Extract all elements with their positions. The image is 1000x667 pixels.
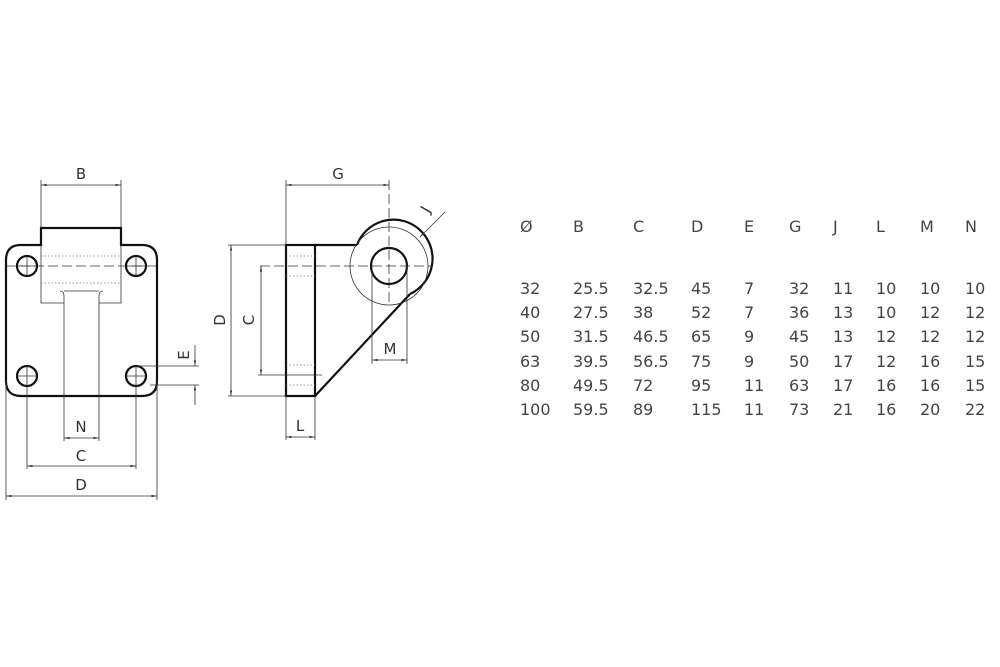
table-cell: 9 <box>744 327 755 347</box>
side-plate <box>284 243 317 398</box>
table-row: 32 25.5 32.5 45 7 32 11 10 10 10 <box>520 276 995 300</box>
table-cell: 12 <box>965 327 986 347</box>
table-cell: 63 <box>520 351 541 371</box>
table-cell: 32 <box>520 278 541 298</box>
column-header: L <box>876 216 885 236</box>
table-cell: 63 <box>789 375 810 395</box>
dimensions-table: Ø B C D E G J L M N 32 25.5 32.5 45 7 32 11 10 10 10 40 27.5… <box>520 214 995 422</box>
table-cell: 12 <box>920 302 941 322</box>
stem <box>59 290 104 396</box>
column-header: C <box>633 216 645 236</box>
table-cell: 32.5 <box>633 278 669 298</box>
dim-label-l: L <box>296 417 305 435</box>
dim-label-c-side: C <box>240 315 258 325</box>
column-header: E <box>744 216 755 236</box>
table-cell: 13 <box>833 327 854 347</box>
table-cell: 39.5 <box>573 351 609 371</box>
table-cell: 10 <box>920 278 941 298</box>
table-cell: 49.5 <box>573 375 609 395</box>
table-cell: 100 <box>520 400 551 420</box>
table-cell: 10 <box>876 302 897 322</box>
table-row: 50 31.5 46.5 65 9 45 13 12 12 12 <box>520 325 995 349</box>
front-outline <box>4 226 159 398</box>
table-cell: 50 <box>520 327 541 347</box>
table-cell: 12 <box>920 327 941 347</box>
table-cell: 65 <box>691 327 712 347</box>
dim-label-c: C <box>76 447 86 465</box>
column-header: J <box>833 216 838 236</box>
table-cell: 17 <box>833 375 854 395</box>
table-cell: 80 <box>520 375 541 395</box>
table-cell: 10 <box>965 278 986 298</box>
table-row: 80 49.5 72 95 11 63 17 16 16 15 <box>520 373 995 397</box>
table-cell: 27.5 <box>573 302 609 322</box>
table-cell: 73 <box>789 400 810 420</box>
column-header: Ø <box>520 216 533 236</box>
table-cell: 46.5 <box>633 327 669 347</box>
column-header: M <box>920 216 934 236</box>
table-cell: 11 <box>744 400 765 420</box>
table-cell: 16 <box>920 351 941 371</box>
table-cell: 10 <box>876 278 897 298</box>
column-header: B <box>573 216 584 236</box>
column-header: D <box>691 216 704 236</box>
table-cell: 13 <box>833 302 854 322</box>
table-cell: 12 <box>876 351 897 371</box>
dim-label-g: G <box>332 165 344 183</box>
side-view: G J D C M L <box>211 165 446 440</box>
table-cell: 12 <box>876 327 897 347</box>
dim-label-n: N <box>75 418 86 436</box>
table-cell: 11 <box>833 278 854 298</box>
table-cell: 21 <box>833 400 854 420</box>
table-cell: 7 <box>744 278 755 298</box>
dim-label-j: J <box>416 203 434 217</box>
dim-label-d: D <box>75 476 87 494</box>
dim-label-b: B <box>76 165 86 183</box>
table-cell: 16 <box>920 375 941 395</box>
top-block <box>40 245 122 304</box>
table-cell: 16 <box>876 400 897 420</box>
table-cell: 45 <box>789 327 810 347</box>
table-cell: 75 <box>691 351 712 371</box>
table-cell: 17 <box>833 351 854 371</box>
column-header: N <box>965 216 977 236</box>
table-cell: 95 <box>691 375 712 395</box>
dim-label-e: E <box>175 350 193 359</box>
column-header: G <box>789 216 802 236</box>
table-cell: 11 <box>744 375 765 395</box>
table-cell: 31.5 <box>573 327 609 347</box>
table-cell: 7 <box>744 302 755 322</box>
dim-label-m: M <box>384 340 397 358</box>
front-view: B N C D E <box>4 165 199 500</box>
table-cell: 40 <box>520 302 541 322</box>
table-row: 100 59.5 89 115 11 73 21 16 20 22 <box>520 397 995 421</box>
table-cell: 56.5 <box>633 351 669 371</box>
table-row: 40 27.5 38 52 7 36 13 10 12 12 <box>520 300 995 324</box>
table-cell: 9 <box>744 351 755 371</box>
eye-outer <box>355 218 434 295</box>
table-cell: 12 <box>965 302 986 322</box>
table-cell: 50 <box>789 351 810 371</box>
mounting-holes <box>15 254 148 388</box>
table-cell: 15 <box>965 351 986 371</box>
table-cell: 15 <box>965 375 986 395</box>
table-cell: 72 <box>633 375 654 395</box>
table-cell: 16 <box>876 375 897 395</box>
dim-label-d-side: D <box>211 314 229 326</box>
table-cell: 20 <box>920 400 941 420</box>
table-cell: 59.5 <box>573 400 609 420</box>
table-cell: 38 <box>633 302 654 322</box>
table-cell: 89 <box>633 400 654 420</box>
table-cell: 45 <box>691 278 712 298</box>
table-cell: 36 <box>789 302 810 322</box>
table-cell: 22 <box>965 400 986 420</box>
table-row: 63 39.5 56.5 75 9 50 17 12 16 15 <box>520 349 995 373</box>
table-cell: 115 <box>691 400 722 420</box>
table-cell: 52 <box>691 302 712 322</box>
table-cell: 32 <box>789 278 810 298</box>
table-cell: 25.5 <box>573 278 609 298</box>
